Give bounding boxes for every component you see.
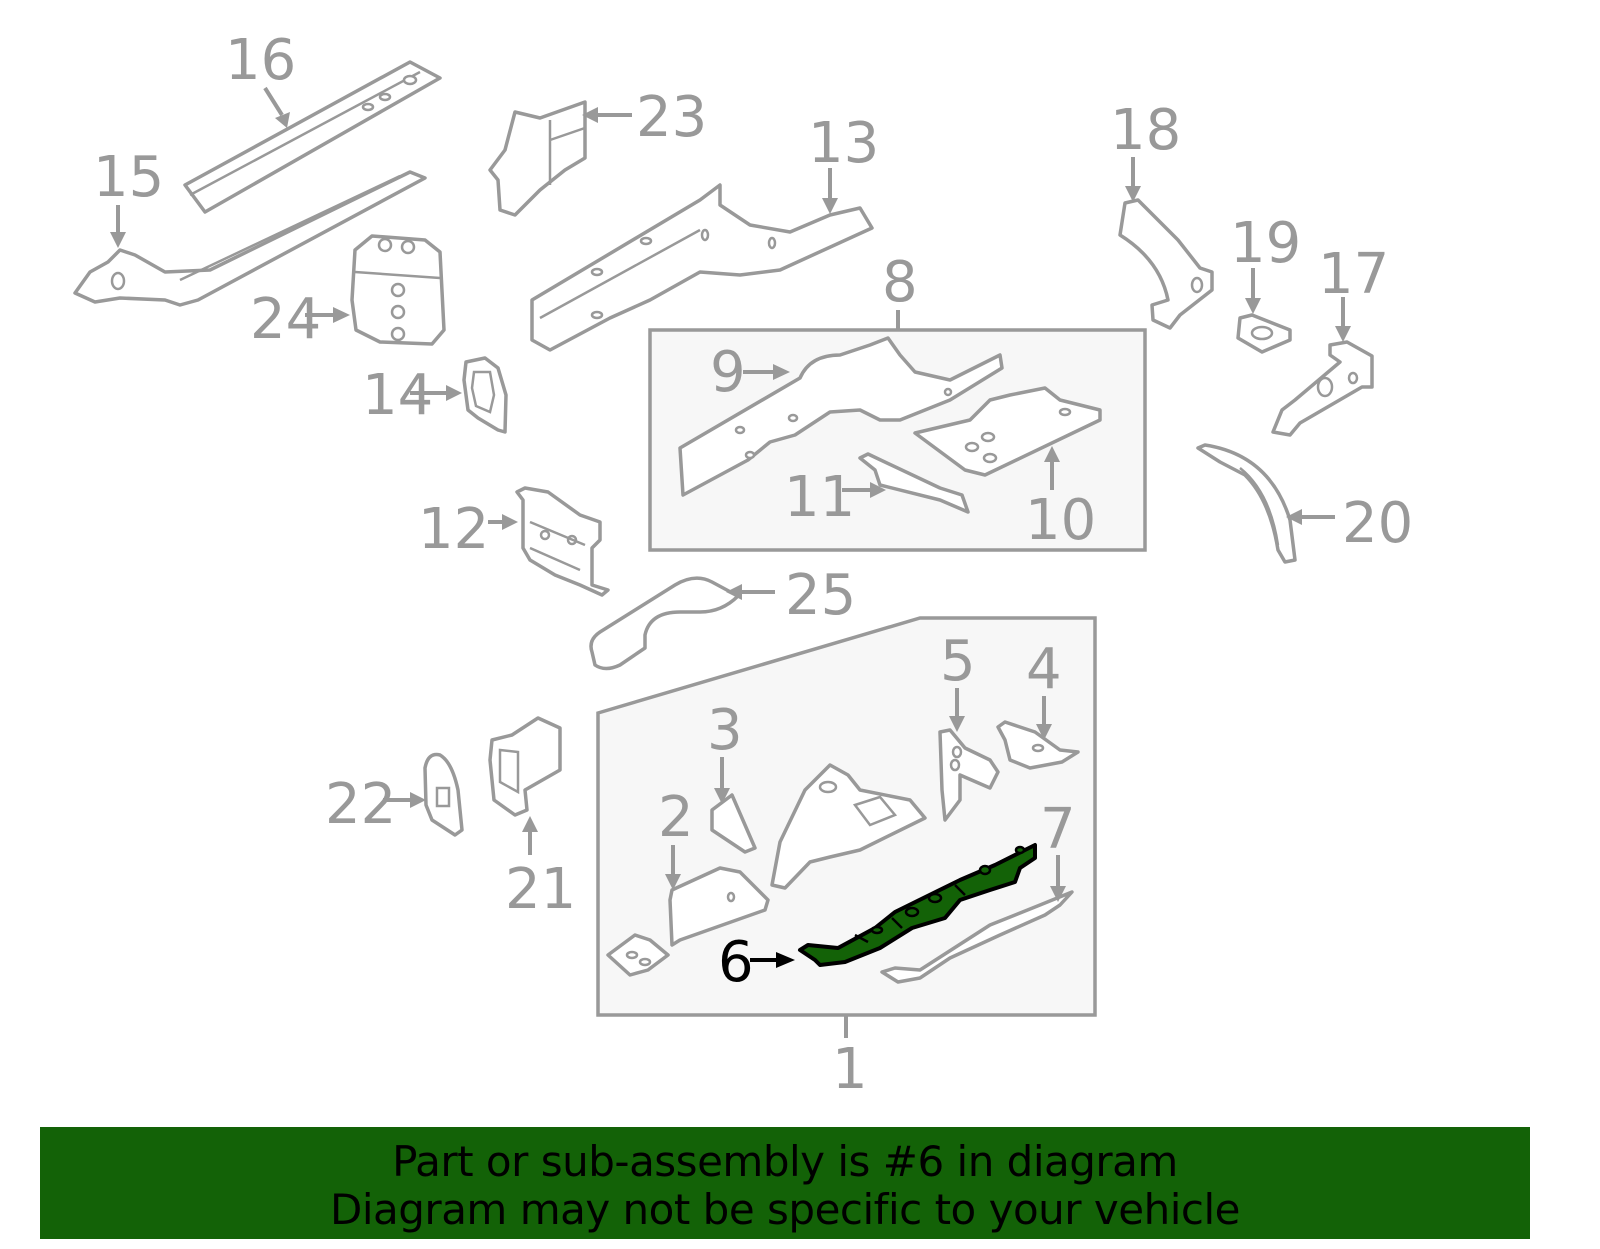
callout-3[interactable]: 3 (707, 698, 743, 763)
callout-15[interactable]: 15 (93, 145, 165, 210)
part-main-panel[interactable] (770, 763, 927, 890)
callout-6[interactable]: 6 (718, 930, 754, 995)
callout-10[interactable]: 10 (1025, 488, 1097, 553)
banner-line-part-number: Part or sub-assembly is #6 in diagram (392, 1137, 1178, 1186)
part-22[interactable] (383, 752, 464, 837)
part-7[interactable] (880, 855, 1074, 984)
callout-21[interactable]: 21 (505, 857, 577, 922)
part-10[interactable] (913, 386, 1102, 490)
callout-13[interactable]: 13 (808, 111, 880, 176)
banner-line-disclaimer: Diagram may not be specific to your vehi… (330, 1185, 1240, 1234)
part-5[interactable] (938, 688, 1000, 822)
callout-4[interactable]: 4 (1026, 637, 1062, 702)
part-25[interactable] (589, 576, 775, 671)
part-16[interactable] (183, 60, 442, 214)
callout-12[interactable]: 12 (418, 497, 490, 562)
callout-9[interactable]: 9 (710, 340, 746, 405)
part-18[interactable] (1118, 157, 1214, 330)
part-14[interactable] (410, 356, 508, 434)
part-2[interactable] (606, 845, 770, 977)
callout-7[interactable]: 7 (1040, 797, 1076, 862)
part-15[interactable] (73, 170, 427, 307)
callout-11[interactable]: 11 (784, 465, 856, 530)
callout-19[interactable]: 19 (1230, 211, 1302, 276)
callout-16[interactable]: 16 (225, 28, 297, 93)
part-24[interactable] (305, 234, 446, 346)
part-3[interactable] (710, 757, 757, 854)
part-info-banner: Part or sub-assembly is #6 in diagram Di… (40, 1127, 1530, 1239)
callout-17[interactable]: 17 (1318, 242, 1390, 307)
part-19[interactable] (1236, 268, 1292, 354)
callout-20[interactable]: 20 (1342, 491, 1414, 556)
callout-8[interactable]: 8 (882, 250, 918, 315)
callout-5[interactable]: 5 (940, 629, 976, 694)
parts-diagram: 1 2 3 4 5 6 7 8 9 10 11 12 13 14 15 16 1… (73, 28, 1414, 1102)
part-20[interactable] (1196, 443, 1335, 564)
callout-1[interactable]: 1 (832, 1037, 868, 1102)
callout-14[interactable]: 14 (362, 363, 434, 428)
callout-23[interactable]: 23 (636, 85, 708, 150)
part-9[interactable] (678, 336, 1004, 497)
callout-24[interactable]: 24 (250, 287, 322, 352)
part-21[interactable] (488, 716, 562, 855)
callout-18[interactable]: 18 (1110, 98, 1182, 163)
part-12[interactable] (488, 486, 610, 597)
part-13[interactable] (530, 168, 874, 352)
part-23[interactable] (488, 100, 632, 217)
callout-22[interactable]: 22 (325, 772, 397, 837)
callout-2[interactable]: 2 (658, 785, 694, 850)
part-6-highlighted[interactable] (750, 843, 1037, 968)
part-17[interactable] (1271, 297, 1374, 437)
part-11[interactable] (842, 452, 970, 514)
callout-25[interactable]: 25 (785, 563, 857, 628)
part-4[interactable] (996, 696, 1080, 770)
